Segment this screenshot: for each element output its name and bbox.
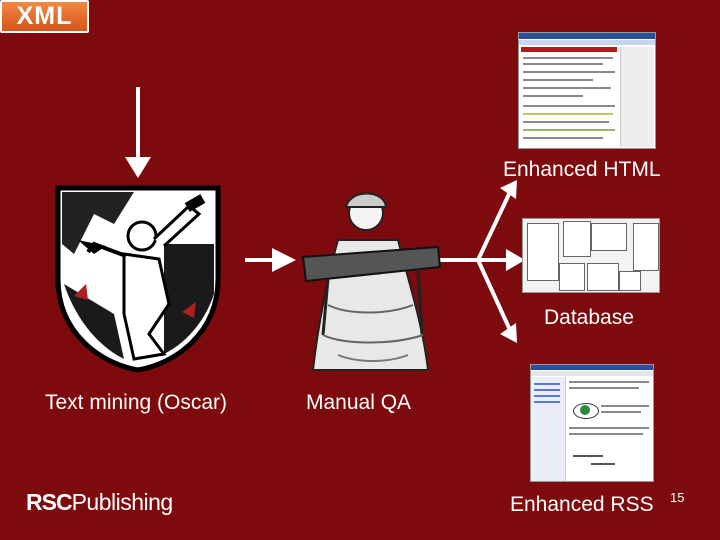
logo-publishing: Publishing <box>71 489 174 515</box>
scribe-icon <box>301 192 442 371</box>
manual-qa-label: Manual QA <box>306 391 412 414</box>
enhanced-rss-label: Enhanced RSS <box>510 493 654 516</box>
enhanced-html-label: Enhanced HTML <box>503 158 661 181</box>
xml-badge: XML <box>0 0 89 33</box>
enhanced-html-screenshot <box>518 32 656 149</box>
text-mining-label: Text mining (Oscar) <box>45 391 228 414</box>
slide-number: 15 <box>670 490 685 505</box>
database-label: Database <box>544 306 634 329</box>
enhanced-rss-screenshot <box>530 364 654 482</box>
rsc-publishing-logo: RSCPublishing <box>26 489 173 516</box>
oscar-shield-icon <box>55 185 221 373</box>
logo-rsc: RSC <box>26 489 73 515</box>
arrow-qa-to-outputs <box>440 180 525 343</box>
database-schema-screenshot <box>522 218 660 293</box>
arrow-xml-to-oscar <box>125 87 151 178</box>
arrow-oscar-to-qa <box>245 248 296 272</box>
